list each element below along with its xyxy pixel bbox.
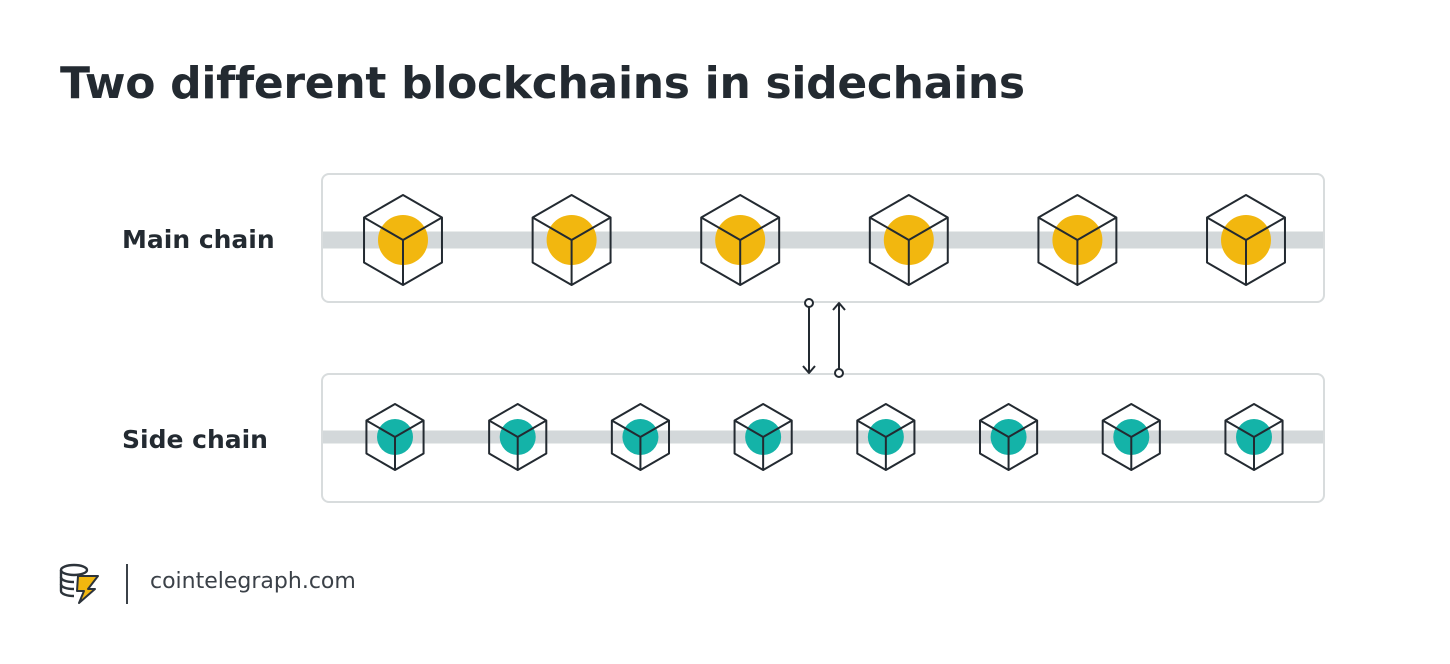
arrow-up-icon [832, 302, 846, 378]
arrow-down-icon [802, 298, 816, 374]
brand-text: cointelegraph.com [150, 569, 356, 594]
arrow-head [832, 302, 846, 311]
arrow-head [802, 365, 816, 374]
cointelegraph-logo-icon [59, 563, 99, 604]
main-chain-label: Main chain [122, 225, 275, 254]
brand-divider [126, 564, 128, 604]
side-chain-label: Side chain [122, 425, 268, 454]
side-chain-box [321, 373, 1325, 503]
transfer-arrows [802, 298, 846, 378]
main-chain-box [321, 173, 1325, 303]
page-title: Two different blockchains in sidechains [60, 58, 1025, 109]
